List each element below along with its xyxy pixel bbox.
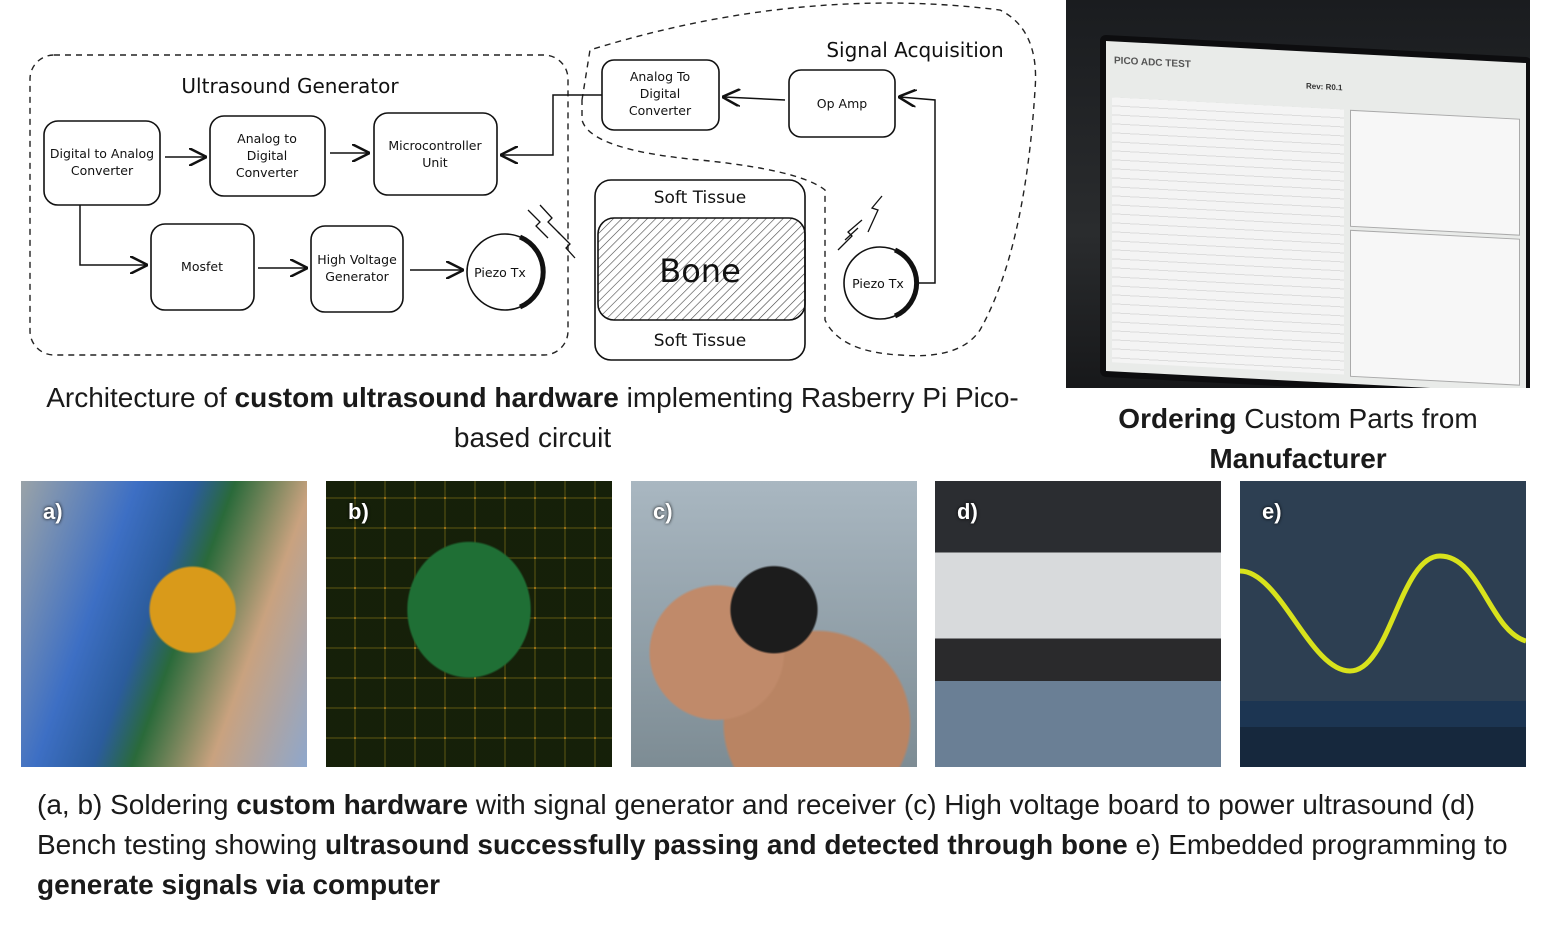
caption-bold-text: generate signals via computer <box>37 869 441 900</box>
piezo-rx-label: Piezo Tx <box>852 276 904 291</box>
bottom-caption: (a, b) Soldering custom hardware with si… <box>37 785 1537 905</box>
architecture-caption: Architecture of custom ultrasound hardwa… <box>20 378 1045 458</box>
photo-label: a) <box>43 499 63 524</box>
signal-acquisition-group <box>581 2 1037 357</box>
photo-label: c) <box>653 499 673 524</box>
caption-text: Architecture of <box>46 382 235 413</box>
signal-acquisition-title: Signal Acquisition <box>826 38 1003 62</box>
mosfet-label: Mosfet <box>181 259 223 274</box>
op-amp-label: Op Amp <box>817 96 867 111</box>
photo-bench-test-d: d) <box>935 481 1221 767</box>
caption-text: e) Embedded programming to <box>1127 829 1508 860</box>
soft-tissue-top-label: Soft Tissue <box>654 188 746 208</box>
photo-pcb-b: b) <box>326 481 612 767</box>
pcb-view-front <box>1350 109 1520 236</box>
bom-screen: PICO ADC TEST Rev: R0.1 <box>1100 34 1530 388</box>
caption-text: (a, b) Soldering <box>37 789 237 820</box>
photo-hv-board-c: c) <box>631 481 917 767</box>
photo-soldering-a: a) <box>21 481 307 767</box>
caption-bold-text: custom ultrasound hardware <box>234 382 619 413</box>
caption-text: Custom Parts from <box>1236 403 1478 434</box>
caption-text: implementing Rasberry Pi Pico-based circ… <box>453 382 1019 453</box>
caption-bold-text: Ordering <box>1118 403 1237 434</box>
caption-bold-text: custom hardware <box>236 789 469 820</box>
caption-bold-text: Manufacturer <box>1209 443 1387 474</box>
caption-bold-text: ultrasound successfully passing and dete… <box>324 829 1128 860</box>
screen-revision: Rev: R0.1 <box>1306 81 1343 93</box>
screen-title: PICO ADC TEST <box>1114 55 1191 71</box>
ultrasound-generator-group <box>29 54 569 356</box>
photo-label: e) <box>1262 499 1282 524</box>
photo-label: d) <box>957 499 978 524</box>
laptop-photo: PICO ADC TEST Rev: R0.1 <box>1066 0 1530 388</box>
bom-table <box>1112 97 1344 375</box>
soft-tissue-bottom-label: Soft Tissue <box>654 331 746 351</box>
ordering-caption: Ordering Custom Parts from Manufacturer <box>1066 399 1530 479</box>
bone-label: Bone <box>659 252 741 290</box>
caption-text: with signal generator and receiver (c) H… <box>37 789 1476 860</box>
photo-label: b) <box>348 499 369 524</box>
piezo-tx-label: Piezo Tx <box>474 265 526 280</box>
ultrasound-generator-title: Ultrasound Generator <box>181 74 399 98</box>
pcb-view-back <box>1350 229 1520 386</box>
photo-oscilloscope-e: e) <box>1240 481 1526 767</box>
architecture-diagram: Ultrasound Generator Signal Acquisition … <box>29 2 1037 361</box>
oscilloscope-waveform <box>1240 553 1526 767</box>
